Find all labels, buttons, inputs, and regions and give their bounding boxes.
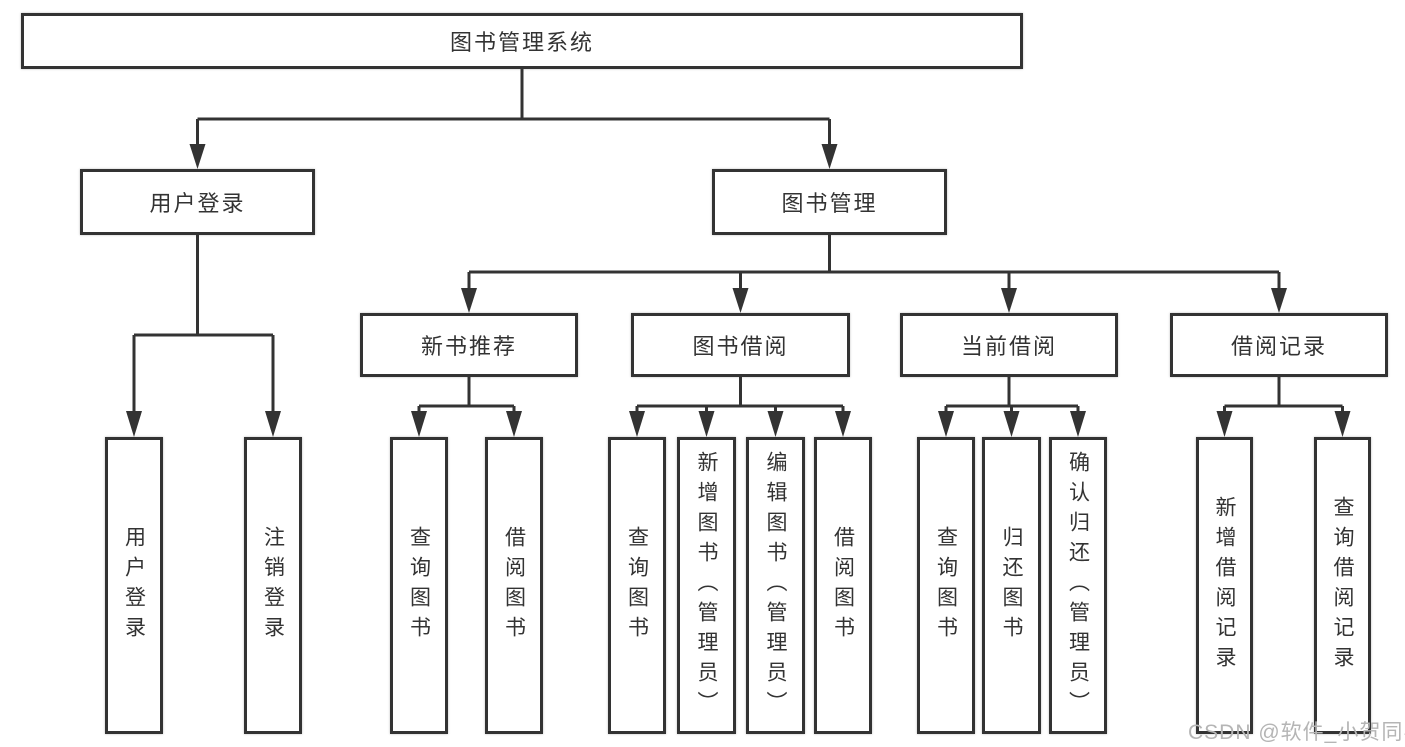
node-book-management: 图书管理 — [712, 169, 947, 235]
node-label: 借阅记录 — [1230, 334, 1327, 359]
node-label: 新书推荐 — [420, 334, 517, 359]
node-book-borrow: 图书借阅 — [631, 313, 850, 377]
node-label: 新增借阅记录 — [1213, 495, 1236, 676]
csdn-watermark: CSDN @软件_小贺同学 — [1188, 721, 1405, 744]
node-label: 图书管理 — [781, 191, 878, 216]
node-label: 图书管理系统 — [449, 30, 594, 55]
leaf-query-books-borrow: 查询图书 — [608, 437, 666, 734]
node-label: 图书借阅 — [692, 334, 789, 359]
connector-book-management-to-level3 — [461, 235, 1287, 313]
node-label: 用户登录 — [122, 525, 146, 646]
leaf-add-books-admin: 新增图书（管理员） — [677, 437, 736, 734]
node-label: 确认归还（管理员） — [1066, 450, 1090, 721]
connector-book-borrow-to-leaves — [629, 377, 851, 437]
node-label: 借阅图书 — [502, 525, 526, 646]
leaf-return-books: 归还图书 — [982, 437, 1041, 734]
leaf-confirm-return-admin: 确认归还（管理员） — [1049, 437, 1107, 734]
connector-current-borrow-to-leaves — [938, 377, 1086, 437]
node-label: 归还图书 — [1000, 525, 1023, 646]
connector-new-book-to-leaves — [411, 377, 522, 437]
leaf-query-borrow-record: 查询借阅记录 — [1314, 437, 1371, 734]
node-label: 查询图书 — [407, 525, 431, 646]
node-label: 当前借阅 — [960, 334, 1057, 359]
node-label: 编辑图书（管理员） — [764, 450, 787, 721]
connector-borrow-record-to-leaves — [1216, 377, 1351, 437]
node-label: 查询借阅记录 — [1331, 495, 1354, 676]
connector-root-to-level2 — [189, 69, 838, 169]
leaf-query-books-current: 查询图书 — [917, 437, 975, 734]
node-label: 借阅图书 — [831, 525, 855, 646]
node-user-login: 用户登录 — [80, 169, 315, 235]
node-library-management-system: 图书管理系统 — [21, 13, 1023, 69]
leaf-borrow-books-recommend: 借阅图书 — [485, 437, 543, 734]
node-label: 注销登录 — [261, 525, 285, 646]
node-label: 新增图书（管理员） — [695, 450, 718, 721]
leaf-add-borrow-record: 新增借阅记录 — [1196, 437, 1253, 734]
connector-user-login-to-leaves — [126, 235, 281, 437]
leaf-logout: 注销登录 — [244, 437, 302, 734]
node-label: 查询图书 — [934, 525, 958, 646]
node-label: 用户登录 — [149, 191, 246, 216]
leaf-user-login: 用户登录 — [105, 437, 163, 734]
node-label: 查询图书 — [625, 525, 649, 646]
leaf-query-books-recommend: 查询图书 — [390, 437, 448, 734]
leaf-borrow-books: 借阅图书 — [814, 437, 872, 734]
node-current-borrow: 当前借阅 — [900, 313, 1118, 377]
leaf-edit-books-admin: 编辑图书（管理员） — [746, 437, 805, 734]
node-new-book-recommend: 新书推荐 — [360, 313, 578, 377]
node-borrow-record: 借阅记录 — [1170, 313, 1388, 377]
